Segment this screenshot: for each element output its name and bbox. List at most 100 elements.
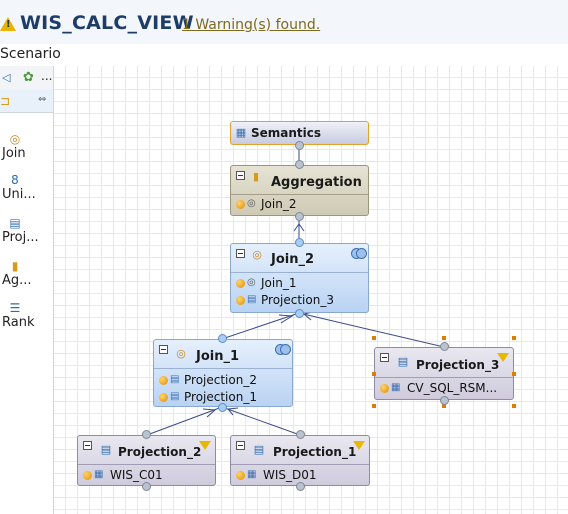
palette-item-label: Proj... bbox=[2, 230, 39, 245]
input-row[interactable]: ◎ Join_1 bbox=[231, 275, 368, 292]
selection-handle[interactable] bbox=[442, 404, 446, 408]
input-status-icon bbox=[159, 393, 168, 402]
node-inputs: ▦ WIS_D01 bbox=[231, 464, 369, 485]
selection-handle[interactable] bbox=[512, 372, 516, 376]
palette-item-label: Uni... bbox=[2, 187, 36, 202]
projection-icon: ▤ bbox=[253, 443, 265, 456]
palette-icon[interactable]: ✿ bbox=[23, 70, 34, 85]
join-icon: ◎ bbox=[176, 347, 186, 360]
aggregation-node[interactable]: ▮ Aggregation ◎ Join_2 bbox=[230, 165, 369, 216]
join-icon: ◎ bbox=[247, 198, 256, 209]
projection-icon: ▤ bbox=[397, 355, 409, 368]
view-title: WIS_CALC_VIEW bbox=[20, 12, 194, 34]
node-title: Join_1 bbox=[196, 349, 240, 364]
input-status-icon bbox=[380, 384, 389, 393]
input-label: WIS_D01 bbox=[263, 468, 317, 482]
scenario-label: Scenario bbox=[0, 46, 61, 62]
input-label: Projection_2 bbox=[184, 373, 257, 387]
table-icon: ▦ bbox=[94, 469, 104, 480]
palette-toolbar: ◁ ✿ ... bbox=[0, 66, 53, 91]
connection-handle[interactable] bbox=[295, 141, 304, 150]
node-inputs: ◎ Join_2 bbox=[231, 194, 368, 215]
projection-1-node[interactable]: ▤ Projection_1 ▦ WIS_D01 bbox=[230, 435, 370, 486]
selection-handle[interactable] bbox=[372, 336, 376, 340]
join-2-node[interactable]: ◎ Join_2 ◎ Join_1 ▤ Projection_3 bbox=[230, 243, 369, 313]
collapse-button[interactable] bbox=[380, 353, 389, 362]
input-row[interactable]: ◎ Join_2 bbox=[231, 196, 368, 213]
node-title: Aggregation bbox=[271, 175, 362, 190]
input-label: Projection_3 bbox=[261, 293, 334, 307]
palette-item-union[interactable]: 8 Uni... bbox=[0, 173, 53, 202]
selection-handle[interactable] bbox=[372, 404, 376, 408]
projection-icon: ▤ bbox=[170, 374, 180, 385]
palette-item-label: Ag... bbox=[2, 273, 32, 288]
node-title: Semantics bbox=[251, 126, 322, 140]
connection-handle[interactable] bbox=[295, 160, 304, 169]
connection-handle[interactable] bbox=[440, 342, 449, 351]
selection-handle[interactable] bbox=[372, 372, 376, 376]
input-row[interactable]: ▤ Projection_1 bbox=[154, 389, 292, 406]
input-row[interactable]: ▦ WIS_C01 bbox=[78, 467, 215, 484]
node-title: Projection_2 bbox=[118, 445, 202, 459]
node-inputs: ▤ Projection_2 ▤ Projection_1 bbox=[154, 368, 292, 406]
node-inputs: ◎ Join_1 ▤ Projection_3 bbox=[231, 272, 368, 312]
collapse-button[interactable] bbox=[159, 345, 168, 354]
selection-handle[interactable] bbox=[512, 404, 516, 408]
connection-handle[interactable] bbox=[296, 482, 305, 491]
connection-handle[interactable] bbox=[218, 334, 227, 343]
input-label: Join_2 bbox=[261, 197, 297, 211]
palette-item-join[interactable]: ◎ Join bbox=[0, 132, 53, 161]
input-row[interactable]: ▦ CV_SQL_RSM... bbox=[375, 380, 513, 397]
palette-item-label: Rank bbox=[2, 315, 35, 330]
node-header: ▤ Projection_3 bbox=[375, 348, 513, 372]
filter-icon bbox=[353, 441, 365, 450]
connection-handle[interactable] bbox=[295, 212, 304, 221]
palette-item-aggregation[interactable]: ▮ Ag... bbox=[0, 259, 53, 288]
connection-handle[interactable] bbox=[295, 309, 304, 318]
palette-item-projection[interactable]: ▤ Proj... bbox=[0, 216, 53, 245]
filter-icon bbox=[497, 353, 509, 362]
projection-3-node[interactable]: ▤ Projection_3 ▦ CV_SQL_RSM... bbox=[374, 347, 514, 400]
inner-join-icon bbox=[351, 248, 367, 259]
connection-handle[interactable] bbox=[296, 430, 305, 439]
connection-handle[interactable] bbox=[295, 238, 304, 247]
node-inputs: ▦ CV_SQL_RSM... bbox=[375, 377, 513, 399]
input-status-icon bbox=[236, 296, 245, 305]
projection-icon: ▤ bbox=[170, 391, 180, 402]
node-header: ▮ Aggregation bbox=[231, 166, 368, 190]
connection-handle[interactable] bbox=[142, 482, 151, 491]
collapse-button[interactable] bbox=[83, 441, 92, 450]
collapse-button[interactable] bbox=[236, 441, 245, 450]
selection-handle[interactable] bbox=[512, 336, 516, 340]
input-row[interactable]: ▤ Projection_3 bbox=[231, 292, 368, 309]
warning-link[interactable]: 1 Warning(s) found. bbox=[182, 17, 321, 33]
palette-panel: ◁ ✿ ... ⊐ ⇔ ◎ Join 8 Uni... ▤ Proj... ▮ … bbox=[0, 66, 54, 514]
palette-item-rank[interactable]: ☰ Rank bbox=[0, 301, 53, 330]
input-label: WIS_C01 bbox=[110, 468, 163, 482]
collapse-button[interactable] bbox=[236, 249, 245, 258]
join-icon: ◎ bbox=[252, 248, 262, 261]
input-row[interactable]: ▦ WIS_D01 bbox=[231, 467, 369, 484]
join-1-node[interactable]: ◎ Join_1 ▤ Projection_2 ▤ Projection_1 bbox=[153, 339, 293, 407]
collapse-left-icon[interactable]: ◁ bbox=[2, 71, 11, 84]
connection-handle[interactable] bbox=[440, 396, 449, 405]
aggregation-icon: ▮ bbox=[252, 170, 260, 183]
input-label: Projection_1 bbox=[184, 390, 257, 404]
input-row[interactable]: ▤ Projection_2 bbox=[154, 372, 292, 389]
node-header: ◎ Join_1 bbox=[154, 340, 292, 364]
node-header: ▤ Projection_1 bbox=[231, 436, 369, 459]
palette-more-button[interactable]: ... bbox=[41, 69, 53, 83]
join-icon: ◎ bbox=[9, 132, 21, 146]
projection-2-node[interactable]: ▤ Projection_2 ▦ WIS_C01 bbox=[77, 435, 216, 486]
projection-icon: ▤ bbox=[100, 443, 112, 456]
folder-icon[interactable]: ⊐ bbox=[0, 94, 11, 108]
editor-header: WIS_CALC_VIEW 1 Warning(s) found. bbox=[0, 0, 568, 44]
collapse-button[interactable] bbox=[236, 171, 245, 180]
connection-handle[interactable] bbox=[142, 430, 151, 439]
selection-handle[interactable] bbox=[442, 336, 446, 340]
connection-handle[interactable] bbox=[218, 403, 227, 412]
projection-icon: ▤ bbox=[9, 216, 21, 230]
expand-collapse-icon[interactable]: ⇔ bbox=[38, 94, 47, 105]
semantics-icon: ▦ bbox=[235, 126, 247, 139]
palette-toolbar-secondary: ⊐ ⇔ bbox=[0, 90, 53, 113]
